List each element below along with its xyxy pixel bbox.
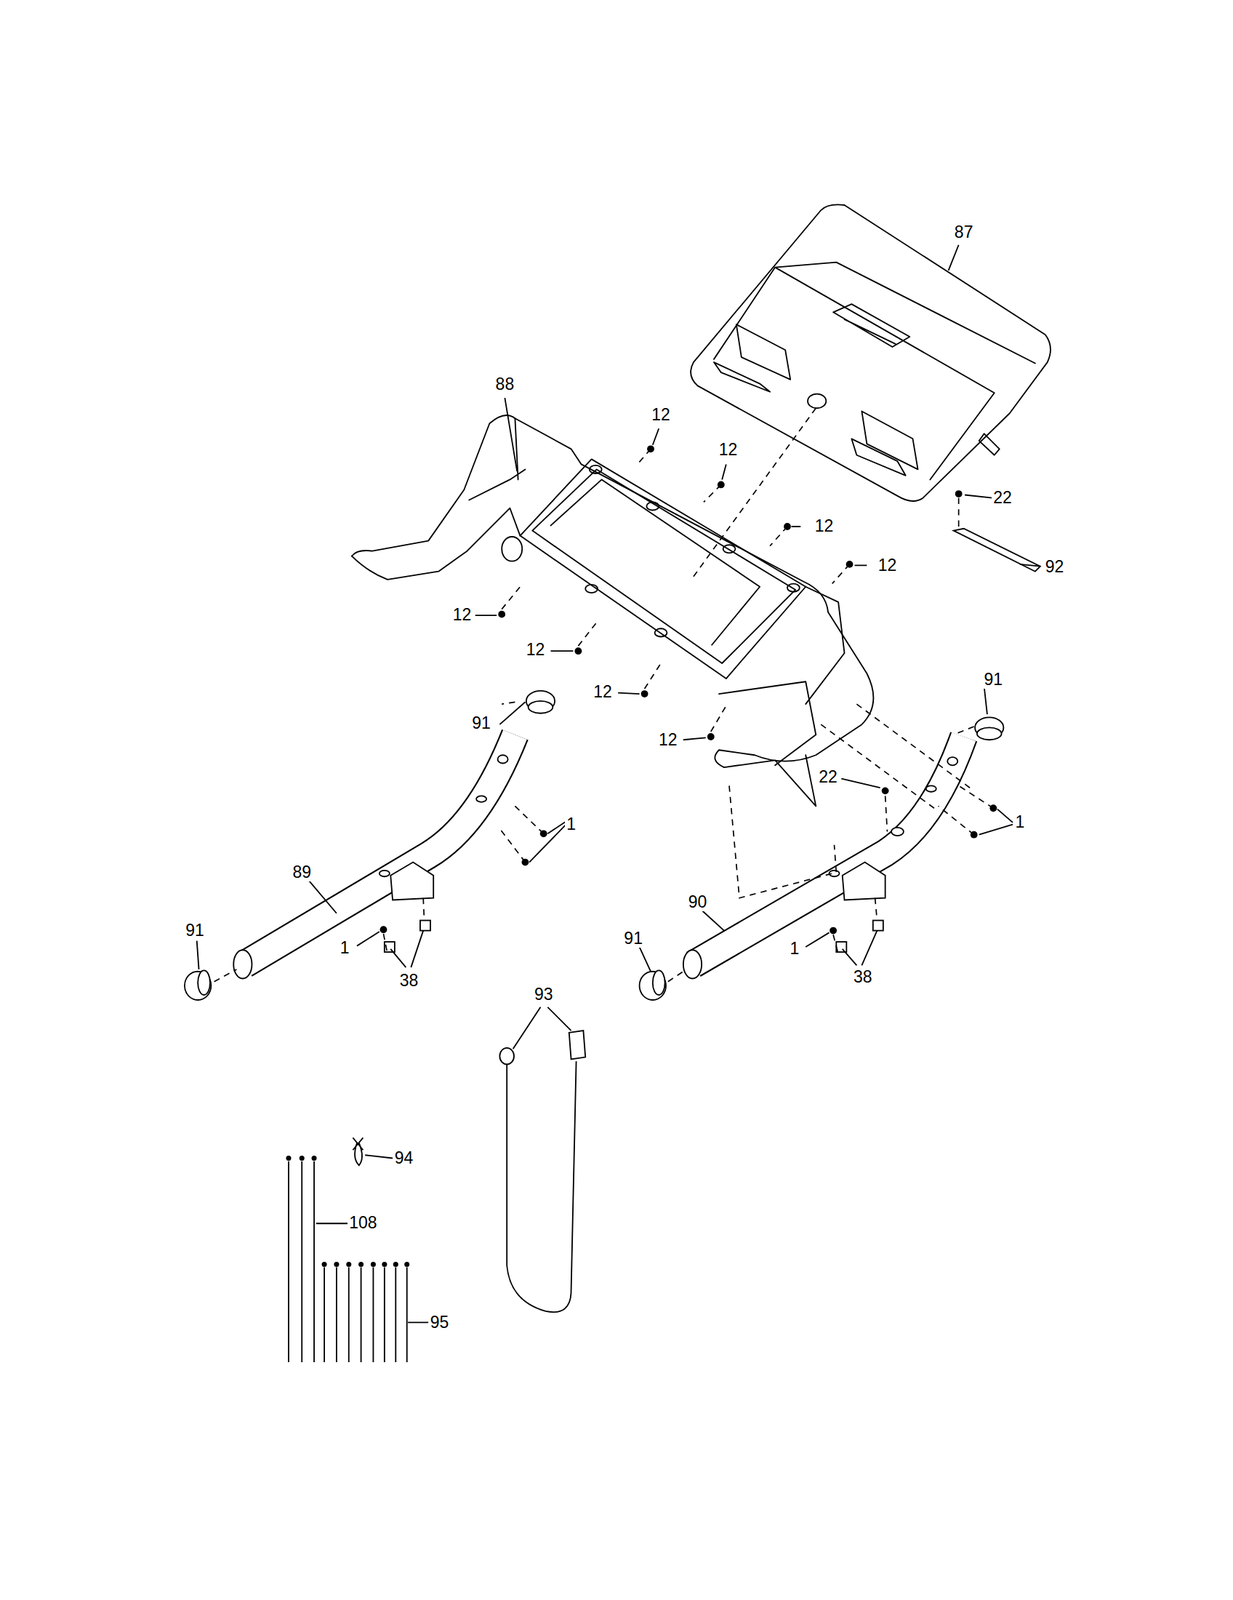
- callout-number: 94: [393, 1148, 416, 1167]
- callout-number: 91: [982, 670, 1005, 689]
- callout-number: 12: [813, 516, 836, 536]
- callout-number: 1: [564, 814, 578, 834]
- callout-number: 22: [817, 767, 839, 786]
- callout-number: 90: [687, 892, 709, 911]
- callout-number: 89: [290, 862, 313, 882]
- callout-number: 38: [398, 971, 421, 990]
- callout-number: 1: [338, 938, 352, 957]
- callout-number: 12: [524, 640, 547, 659]
- callout-number: 93: [532, 985, 555, 1004]
- callout-number: 91: [183, 921, 206, 940]
- callout-number: 38: [852, 967, 874, 986]
- callout-number: 91: [622, 929, 645, 948]
- callout-number: 91: [470, 713, 493, 733]
- callout-number: 12: [657, 730, 680, 749]
- callout-number: 12: [591, 682, 614, 701]
- callout-number: 22: [991, 488, 1014, 507]
- callout-number: 108: [347, 1213, 379, 1232]
- callout-number: 1: [788, 939, 801, 958]
- callout-number: 87: [953, 223, 975, 242]
- callout-number: 92: [1043, 557, 1066, 576]
- callout-number: 95: [428, 1312, 451, 1332]
- callout-number: 12: [451, 605, 474, 624]
- callout-number: 12: [649, 405, 672, 424]
- callout-number: 88: [494, 375, 517, 394]
- callout-number: 1: [1013, 812, 1026, 831]
- callout-number: 12: [876, 556, 899, 575]
- callout-number: 12: [717, 440, 740, 459]
